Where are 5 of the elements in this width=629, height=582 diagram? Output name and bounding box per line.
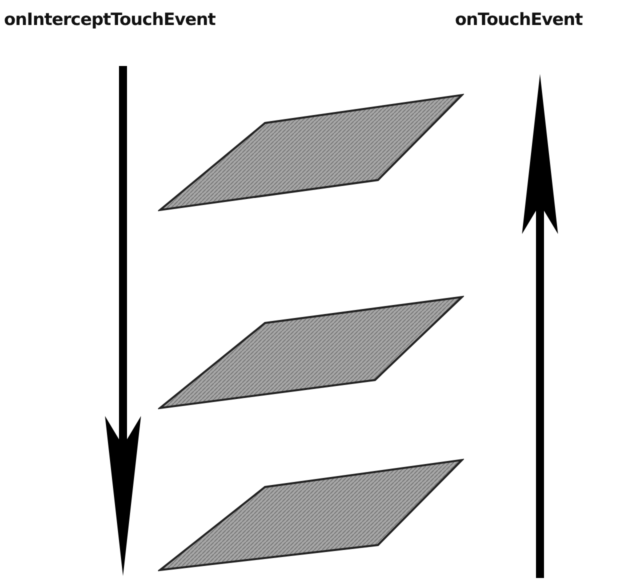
method-label: onTouchEvent — [455, 10, 583, 30]
view-layer — [158, 458, 464, 572]
view-layer — [158, 93, 464, 212]
method-label: onInterceptTouchEvent — [4, 10, 216, 30]
view-layer — [158, 295, 464, 410]
